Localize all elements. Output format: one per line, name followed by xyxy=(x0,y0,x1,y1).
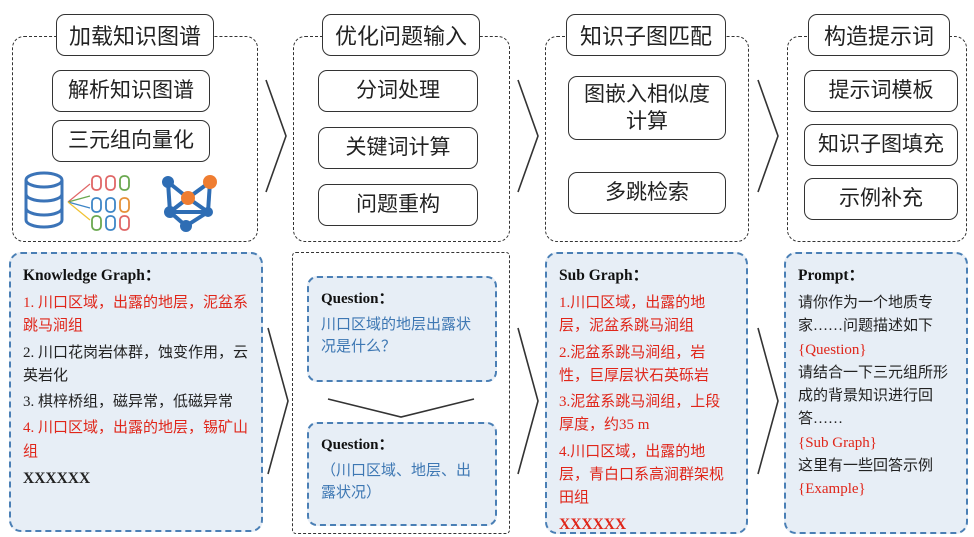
stage-title-optimize-question: 优化问题输入 xyxy=(322,14,480,56)
kg-triple-2: 2. 川口花岗岩体群，蚀变作用，云英岩化 xyxy=(23,344,249,384)
sub-graph-panel: Sub Graph： 1.川口区域，出露的地层，泥盆系跳马涧组 2.泥盆系跳马涧… xyxy=(545,252,748,534)
prompt-panel: Prompt： 请你作为一个地质专家……问题描述如下 {Question} 请结… xyxy=(784,252,968,534)
sub-graph-header: Sub Graph： xyxy=(559,267,649,284)
network-graph-icon xyxy=(162,175,217,232)
step-question-restructure: 问题重构 xyxy=(318,184,478,226)
subgraph-triple-3: 3.泥盆系跳马涧组，上段厚度，约35 m xyxy=(559,394,721,434)
prompt-context-text: 请结合一下三元组所形成的背景知识进行回答…… xyxy=(798,364,949,428)
arrow-right-icon xyxy=(517,327,539,475)
database-icon xyxy=(24,171,64,229)
question-original-header: Question： xyxy=(321,291,394,307)
data-flow-icon xyxy=(67,175,130,231)
question-keywords-box: Question： （川口区域、地层、出露状况） xyxy=(307,422,497,526)
step-parse-kg: 解析知识图谱 xyxy=(52,70,210,112)
prompt-example-placeholder: {Example} xyxy=(798,481,866,498)
knowledge-graph-panel: Knowledge Graph： 1. 川口区域，出露的地层，泥盆系跳马涧组 2… xyxy=(9,252,263,532)
kg-footer-placeholder: XXXXXX xyxy=(23,469,91,487)
step-triple-vectorize: 三元组向量化 xyxy=(52,120,210,162)
arrow-right-icon xyxy=(757,327,779,475)
kg-triple-3: 3. 棋梓桥组，磁异常，低磁异常 xyxy=(23,394,234,411)
prompt-header: Prompt： xyxy=(798,267,865,284)
subgraph-triple-1: 1.川口区域，出露的地层，泥盆系跳马涧组 xyxy=(559,295,706,335)
prompt-example-text: 这里有一些回答示例 xyxy=(798,457,934,474)
arrow-right-icon xyxy=(757,79,779,193)
question-keywords-header: Question： xyxy=(321,437,394,453)
prompt-intro-text: 请你作为一个地质专家……问题描述如下 xyxy=(798,295,934,335)
step-subgraph-fill: 知识子图填充 xyxy=(804,124,958,166)
kg-triple-4: 4. 川口区域，出露的地层，锡矿山组 xyxy=(23,420,249,460)
stage-title-subgraph-match: 知识子图匹配 xyxy=(566,14,726,56)
kg-triple-1: 1. 川口区域，出露的地层，泥盆系跳马涧组 xyxy=(23,295,249,335)
question-original-box: Question： 川口区域的地层出露状况是什么？ xyxy=(307,276,497,382)
step-multihop-retrieval: 多跳检索 xyxy=(568,172,726,214)
arrow-right-icon xyxy=(517,79,539,193)
prompt-subgraph-placeholder: {Sub Graph} xyxy=(798,434,877,451)
arrow-right-icon xyxy=(267,327,289,475)
arrow-right-icon xyxy=(265,79,287,193)
question-frame xyxy=(292,252,510,534)
question-original-text: 川口区域的地层出露状况是什么？ xyxy=(321,316,472,356)
step-keyword-compute: 关键词计算 xyxy=(318,127,478,169)
prompt-question-placeholder: {Question} xyxy=(798,341,867,358)
step-tokenize: 分词处理 xyxy=(318,70,478,112)
subgraph-footer-placeholder: XXXXXX xyxy=(559,516,627,534)
step-prompt-template: 提示词模板 xyxy=(804,70,958,112)
stage-title-build-prompt: 构造提示词 xyxy=(808,14,950,56)
arrow-down-icon xyxy=(327,398,475,418)
knowledge-graph-header: Knowledge Graph： xyxy=(23,267,161,284)
subgraph-triple-4: 4.川口区域，出露的地层，青白口系高涧群架枧田组 xyxy=(559,443,725,507)
step-example-supplement: 示例补充 xyxy=(804,178,958,220)
stage-title-load-kg: 加载知识图谱 xyxy=(56,14,214,56)
question-keywords-text: （川口区域、地层、出露状况） xyxy=(321,462,472,502)
step-graph-embedding-similarity: 图嵌入相似度 计算 xyxy=(568,76,726,140)
subgraph-triple-2: 2.泥盆系跳马涧组，岩性，巨厚层状石英砾岩 xyxy=(559,344,710,384)
